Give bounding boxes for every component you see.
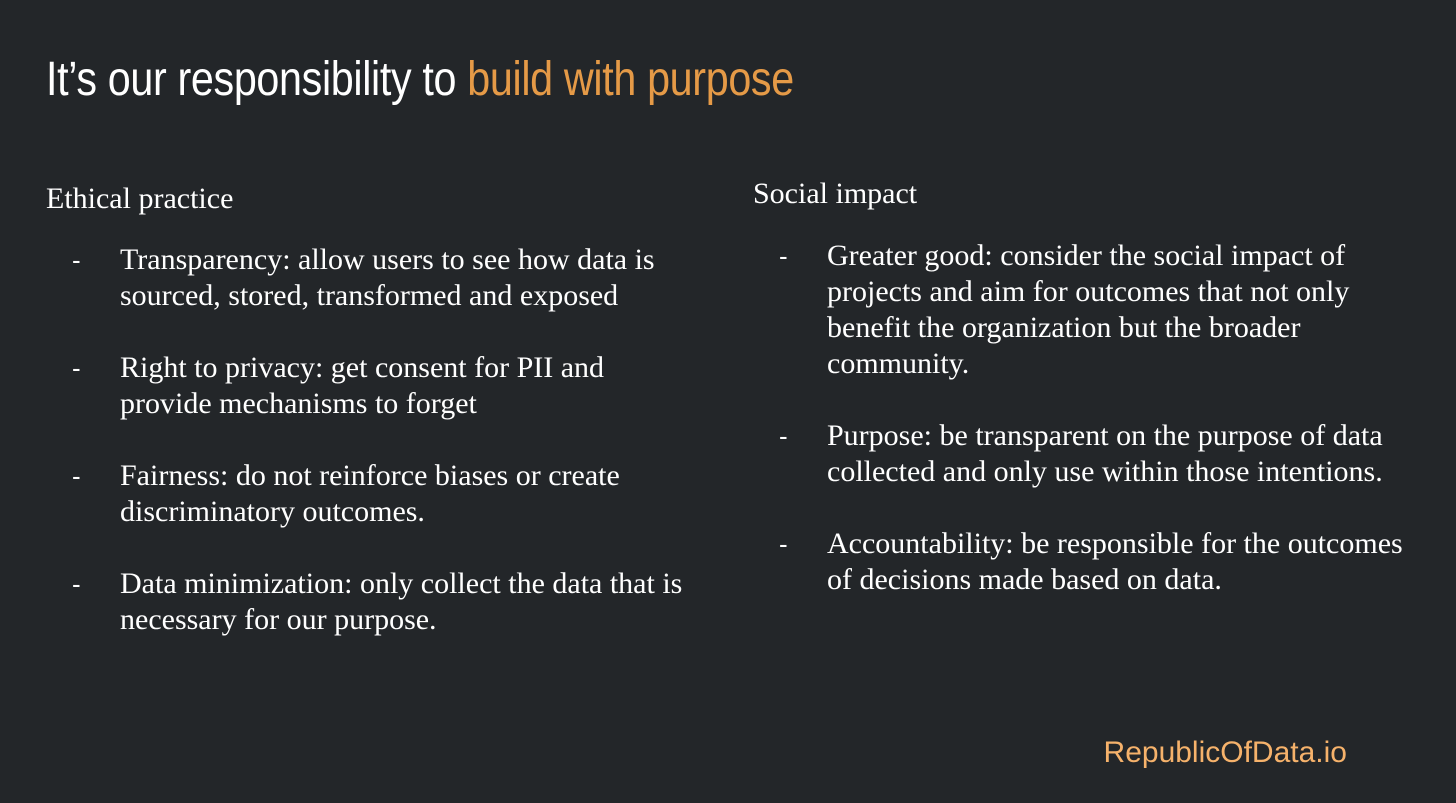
dash-bullet: - bbox=[72, 245, 81, 275]
list-item-text: Accountability: be responsible for the o… bbox=[827, 527, 1403, 596]
list-item: - Accountability: be responsible for the… bbox=[753, 526, 1413, 598]
list-item-text: Transparency: allow users to see how dat… bbox=[120, 243, 655, 312]
list-item: - Greater good: consider the social impa… bbox=[753, 238, 1413, 382]
list-item-text: Purpose: be transparent on the purpose o… bbox=[827, 419, 1383, 488]
list-item: - Fairness: do not reinforce biases or c… bbox=[46, 458, 686, 530]
dash-bullet: - bbox=[72, 461, 81, 491]
dash-bullet: - bbox=[779, 529, 788, 559]
list-item-text: Fairness: do not reinforce biases or cre… bbox=[120, 459, 620, 528]
brand-footer: RepublicOfData.io bbox=[1103, 736, 1347, 769]
dash-bullet: - bbox=[779, 421, 788, 451]
list-item-text: Data minimization: only collect the data… bbox=[120, 567, 683, 636]
list-item: - Right to privacy: get consent for PII … bbox=[46, 350, 686, 422]
slide-title-accent: build with purpose bbox=[467, 53, 794, 106]
slide-title-lead: It’s our responsibility to bbox=[46, 53, 468, 106]
dash-bullet: - bbox=[72, 569, 81, 599]
list-item: - Transparency: allow users to see how d… bbox=[46, 242, 686, 314]
social-impact-heading: Social impact bbox=[753, 177, 918, 210]
dash-bullet: - bbox=[779, 241, 788, 271]
ethical-practice-list: - Transparency: allow users to see how d… bbox=[46, 242, 686, 638]
ethical-practice-heading: Ethical practice bbox=[46, 182, 234, 215]
social-impact-list: - Greater good: consider the social impa… bbox=[753, 238, 1413, 598]
list-item-text: Right to privacy: get consent for PII an… bbox=[120, 351, 605, 420]
list-item: - Data minimization: only collect the da… bbox=[46, 566, 686, 638]
list-item-text: Greater good: consider the social impact… bbox=[827, 239, 1350, 380]
dash-bullet: - bbox=[72, 353, 81, 383]
list-item: - Purpose: be transparent on the purpose… bbox=[753, 418, 1413, 490]
slide-title: It’s our responsibility to build with pu… bbox=[46, 46, 794, 114]
